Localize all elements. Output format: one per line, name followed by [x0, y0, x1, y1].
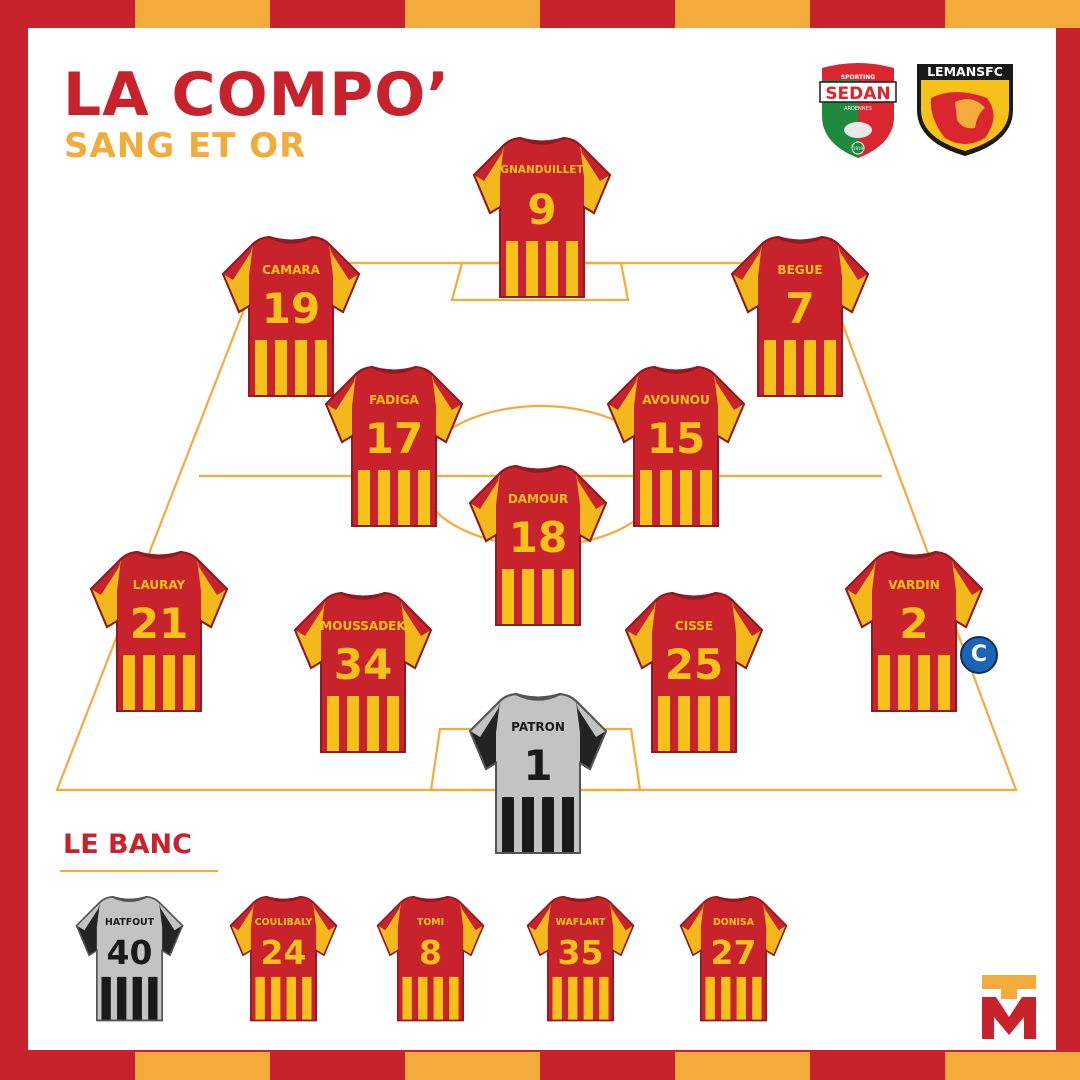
home-team-crest: SPORTING SEDAN ARDENNES 1919	[819, 63, 897, 158]
player-jersey: CAMARA 19	[221, 235, 361, 398]
player-number: 34	[333, 640, 393, 689]
jersey-shape	[324, 365, 464, 527]
player-number: 27	[710, 933, 757, 972]
jersey-shape	[844, 550, 984, 712]
player-jersey: VARDIN 2	[844, 550, 984, 713]
player-jersey: MOUSSADEK 34	[293, 591, 433, 754]
player-name: LAURAY	[132, 578, 186, 592]
player-name: FADIGA	[369, 393, 419, 407]
away-team-crest: LEMANSFC	[917, 64, 1013, 156]
jersey-shape	[293, 591, 433, 753]
player-jersey: COULIBALY 24	[229, 895, 338, 1022]
player-name: WAFLART	[555, 917, 606, 928]
jersey-shape	[89, 550, 229, 712]
jersey-shape	[472, 136, 612, 298]
player-jersey: GNANDUILLET 9	[472, 136, 612, 299]
player-name: HATFOUT	[105, 917, 154, 928]
home-crest-year: 1919	[853, 146, 864, 151]
home-crest-text-bottom: ARDENNES	[844, 106, 872, 112]
jersey-shape	[221, 235, 361, 397]
player-jersey: BEGUE 7	[730, 235, 870, 398]
player-number: 24	[260, 933, 307, 972]
jersey-shape	[376, 895, 485, 1022]
jersey-shape	[730, 235, 870, 397]
player-name: PATRON	[511, 720, 565, 734]
player-number: 18	[508, 513, 568, 562]
tm-monogram-icon	[982, 975, 1036, 1039]
player-number: 40	[106, 933, 153, 972]
player-name: TOMI	[416, 917, 445, 928]
jersey-shape	[624, 591, 764, 753]
home-crest-name: SEDAN	[825, 84, 890, 104]
player-jersey: TOMI 8	[376, 895, 485, 1022]
player-name: CISSE	[674, 619, 714, 633]
player-number: 21	[129, 599, 189, 648]
player-name: MOUSSADEK	[320, 619, 406, 633]
captain-badge-icon: C	[960, 636, 998, 674]
player-name: DAMOUR	[507, 492, 569, 506]
player-name: BEGUE	[777, 263, 823, 277]
home-crest-text-top: SPORTING	[841, 74, 876, 81]
player-number: 17	[364, 414, 424, 463]
page-subtitle: SANG ET OR	[64, 126, 307, 166]
player-jersey: FADIGA 17	[324, 365, 464, 528]
bench-title: LE BANC	[63, 829, 192, 860]
player-name: VARDIN	[888, 578, 940, 592]
player-number: 35	[557, 933, 604, 972]
player-jersey: LAURAY 21	[89, 550, 229, 713]
player-jersey: WAFLART 35	[526, 895, 635, 1022]
player-number: 7	[785, 284, 815, 333]
player-jersey: DONISA 27	[679, 895, 788, 1022]
player-name: GNANDUILLET	[500, 164, 584, 176]
player-number: 9	[527, 185, 557, 234]
jersey-shape	[468, 692, 608, 854]
player-number: 15	[646, 414, 706, 463]
player-jersey: DAMOUR 18	[468, 464, 608, 627]
player-name: AVOUNOU	[642, 393, 710, 407]
player-name: COULIBALY	[254, 917, 313, 928]
player-jersey: CISSE 25	[624, 591, 764, 754]
player-number: 1	[523, 741, 553, 790]
jersey-shape	[468, 464, 608, 626]
player-number: 19	[261, 284, 321, 333]
bottom-stripe-border	[0, 1052, 1080, 1080]
jersey-shape	[526, 895, 635, 1022]
player-number: 2	[899, 599, 929, 648]
player-name: CAMARA	[262, 263, 320, 277]
jersey-shape	[679, 895, 788, 1022]
player-number: 8	[419, 933, 442, 972]
player-number: 25	[664, 640, 724, 689]
bench-divider	[60, 870, 218, 872]
player-jersey: AVOUNOU 15	[606, 365, 746, 528]
top-stripe-border	[0, 0, 1080, 28]
goalkeeper-jersey: HATFOUT 40	[75, 895, 184, 1022]
player-name: DONISA	[713, 917, 754, 928]
jersey-shape	[75, 895, 184, 1022]
jersey-shape	[606, 365, 746, 527]
jersey-shape	[229, 895, 338, 1022]
away-crest-name: LEMANSFC	[927, 64, 1003, 79]
goalkeeper-jersey: PATRON 1	[468, 692, 608, 855]
page-title: LA COMPO’	[63, 60, 451, 130]
